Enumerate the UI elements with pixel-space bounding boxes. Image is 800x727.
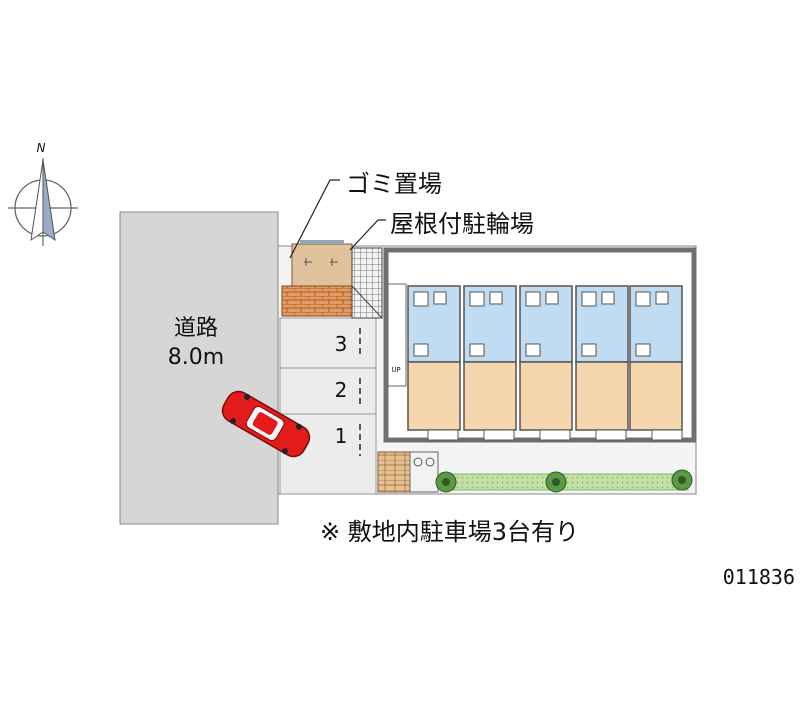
north-label: N xyxy=(37,141,46,155)
parking-space-3: 3 xyxy=(335,332,348,356)
road: 道路 8.0m xyxy=(119,211,279,525)
tree-icon xyxy=(545,471,567,493)
unit-3 xyxy=(519,285,573,431)
unit-2 xyxy=(463,285,517,431)
entrance-tiles xyxy=(377,451,439,493)
compass: N xyxy=(8,141,78,246)
parking-space-1: 1 xyxy=(335,424,348,448)
parking-area: 3 2 1 xyxy=(279,317,377,495)
unit-4 xyxy=(575,285,629,431)
garden-strip xyxy=(435,469,693,493)
road-width: 8.0m xyxy=(168,345,224,370)
bicycle-parking-label: 屋根付駐輪場 xyxy=(390,210,534,238)
apartment-building: UP xyxy=(383,247,697,443)
bicycle-parking xyxy=(351,247,383,319)
road-name: 道路 xyxy=(174,316,218,341)
stairs-label: UP xyxy=(391,366,400,374)
tree-icon xyxy=(435,471,457,493)
garbage-label: ゴミ置場 xyxy=(346,170,442,198)
callouts: ゴミ置場 屋根付駐輪場 xyxy=(289,170,534,259)
tree-icon xyxy=(671,469,693,491)
car-icon xyxy=(221,390,311,458)
parking-space-2: 2 xyxy=(335,378,348,402)
map-id: 011836 xyxy=(723,565,795,589)
garbage-shed xyxy=(281,240,353,317)
unit-1 xyxy=(407,285,461,431)
north-arrow-icon xyxy=(8,158,78,246)
unit-5 xyxy=(629,285,683,431)
parking-note: ※ 敷地内駐車場3台有り xyxy=(320,518,579,546)
